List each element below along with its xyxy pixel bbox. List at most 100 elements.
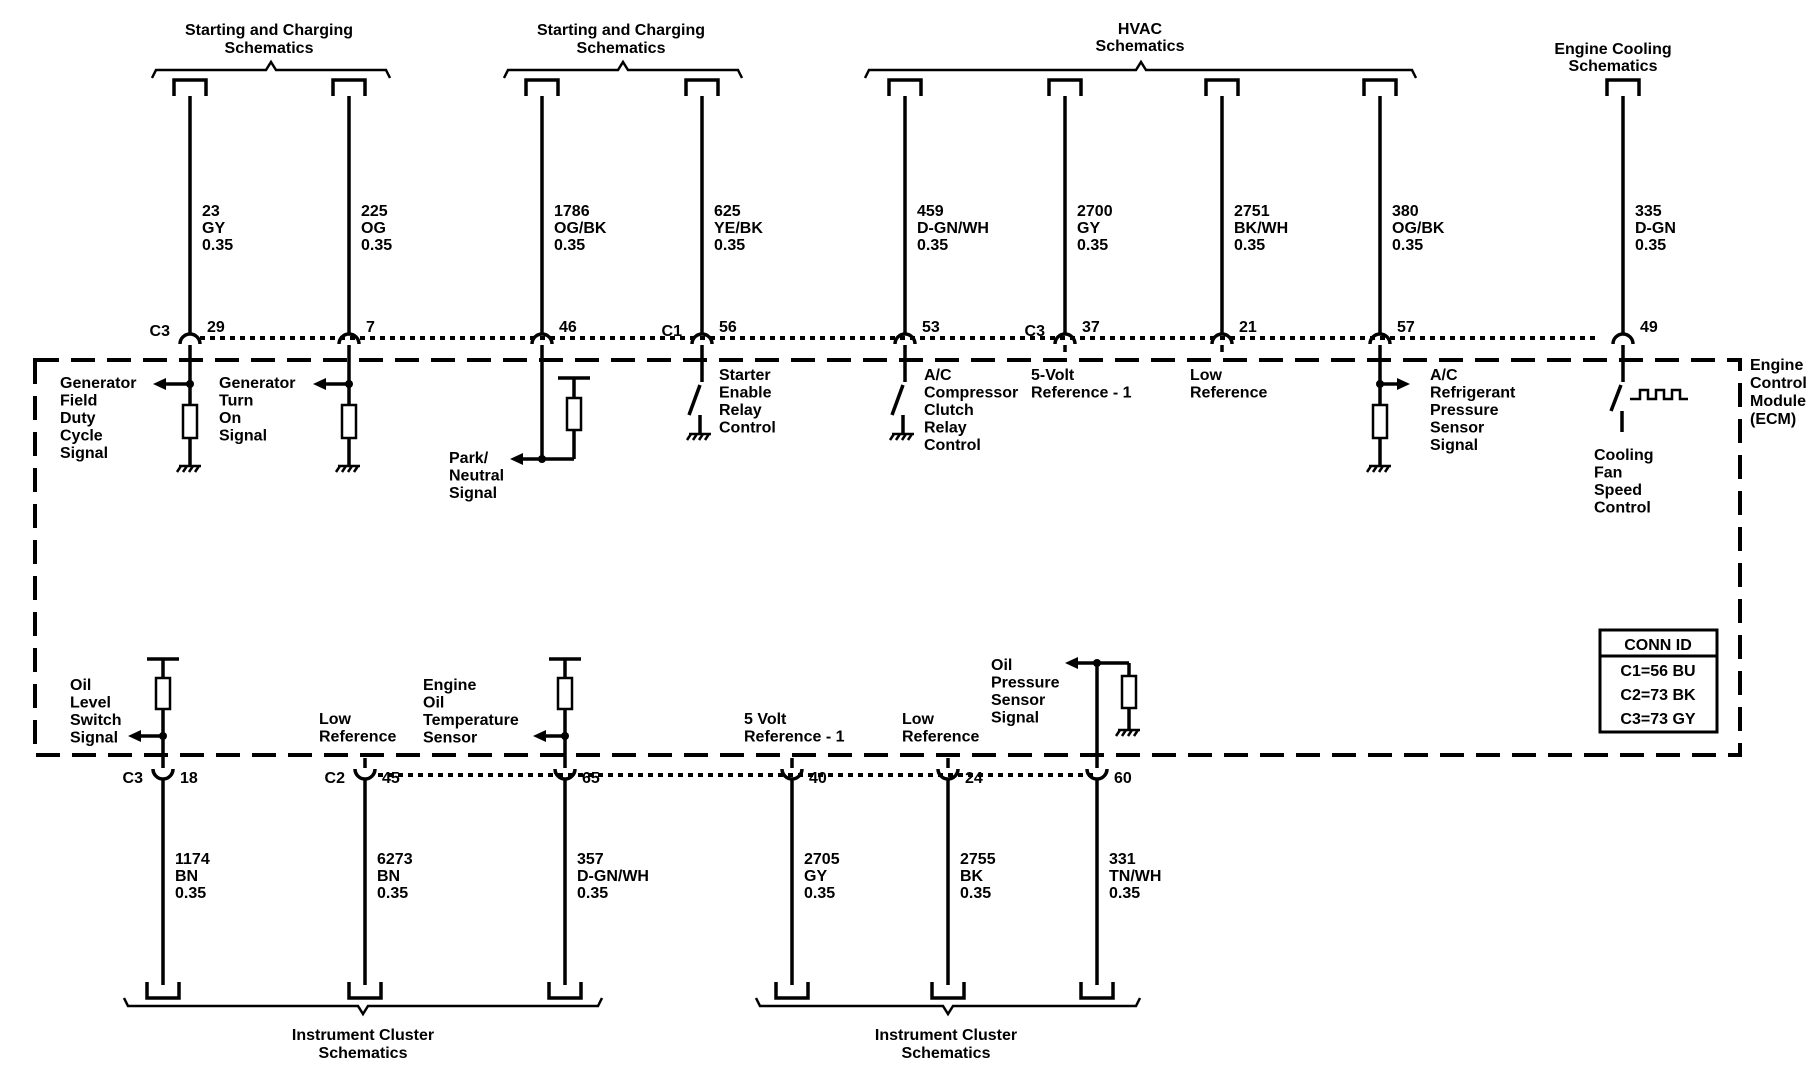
signal-label: Relay: [924, 420, 967, 437]
wire-color: D-GN/WH: [917, 220, 989, 237]
wire-color: GY: [1077, 220, 1100, 237]
harness-connector-bracket: [145, 982, 181, 1000]
pin-number: 60: [1114, 770, 1132, 787]
signal-label: Reference - 1: [1031, 385, 1132, 402]
wire-size: 0.35: [175, 885, 206, 902]
wire-size: 0.35: [1109, 885, 1140, 902]
reference-label-line1: Engine Cooling: [1554, 41, 1671, 58]
reference-label-line2: Schematics: [225, 40, 314, 57]
wire-color: D-GN/WH: [577, 868, 649, 885]
ground-symbol: [334, 464, 360, 473]
connector-pin-symbol: [151, 768, 175, 781]
connector-pin-symbol: [553, 768, 577, 781]
circuit-number: 6273: [377, 851, 413, 868]
ecm-label-line2: Control: [1750, 375, 1807, 392]
signal-label: Control: [1594, 500, 1651, 517]
ecm-boundary: [33, 358, 1742, 757]
circuit-number: 357: [577, 851, 604, 868]
wire-size: 0.35: [577, 885, 608, 902]
signal-label: Reference: [902, 729, 979, 746]
signal-label: Fan: [1594, 465, 1622, 482]
reference-label-line1: Instrument Cluster: [875, 1027, 1017, 1044]
signal-label: Pressure: [1430, 402, 1499, 419]
circuit-number: 625: [714, 203, 741, 220]
conn-id-table: CONN ID C1=56 BU C2=73 BK C3=73 GY: [1598, 628, 1719, 734]
wire-size: 0.35: [202, 237, 233, 254]
reference-label-line1: Starting and Charging: [185, 22, 353, 39]
signal-label: Temperature: [423, 712, 519, 729]
wire-size: 0.35: [1077, 237, 1108, 254]
pwm-waveform-icon: [1630, 388, 1688, 401]
ecm-label-line4: (ECM): [1750, 411, 1796, 428]
wire-color: YE/BK: [714, 220, 763, 237]
circuit-number: 23: [202, 203, 220, 220]
pin-number: 46: [559, 319, 577, 336]
connector-pin-symbol: [337, 332, 361, 345]
signal-label: A/C: [924, 367, 952, 384]
ground-symbol: [888, 432, 914, 441]
signal-arrow-icon: [533, 730, 546, 742]
pin-number: 24: [965, 770, 983, 787]
signal-label: Speed: [1594, 482, 1642, 499]
harness-connector-bracket: [930, 982, 966, 1000]
signal-label: Engine: [423, 677, 476, 694]
signal-label: Field: [60, 393, 97, 410]
resistor: [1120, 674, 1138, 710]
harness-connector-bracket: [331, 78, 367, 96]
top-reference-engine-cooling: Engine Cooling Schematics: [1554, 41, 1671, 75]
signal-label: Cooling: [1594, 447, 1654, 464]
circuit-number: 2705: [804, 851, 840, 868]
circuit-number: 2755: [960, 851, 996, 868]
reference-label-line2: Schematics: [902, 1045, 991, 1062]
signal-label: Oil: [991, 657, 1012, 674]
harness-connector-bracket: [172, 78, 208, 96]
circuit-number: 331: [1109, 851, 1136, 868]
signal-label: On: [219, 410, 241, 427]
connector-id: C3: [150, 323, 171, 340]
harness-connector-bracket: [1079, 982, 1115, 1000]
circuit-number: 2700: [1077, 203, 1113, 220]
wire-color: OG: [361, 220, 386, 237]
signal-label: Signal: [70, 730, 118, 747]
pin-number: 37: [1082, 319, 1100, 336]
conn-id-title: CONN ID: [1624, 637, 1692, 654]
reference-label-line1: HVAC: [1118, 21, 1163, 38]
signal-arrow-icon: [1065, 657, 1078, 669]
signal-label: Signal: [449, 485, 497, 502]
signal-label: Reference: [319, 729, 396, 746]
signal-label: Sensor: [423, 730, 477, 747]
signal-label: Sensor: [1430, 420, 1484, 437]
pin-number: 49: [1640, 319, 1658, 336]
signal-label: Compressor: [924, 385, 1018, 402]
top-reference-starting-charging-2: Starting and Charging Schematics: [502, 22, 744, 79]
pin-number: 7: [366, 319, 375, 336]
ground-symbol: [175, 464, 201, 473]
wire-size: 0.35: [960, 885, 991, 902]
resistor: [154, 676, 172, 711]
harness-connector-bracket: [1362, 78, 1398, 96]
connector-id: C3: [1025, 323, 1046, 340]
signal-label: Low: [1190, 367, 1223, 384]
wire-size: 0.35: [1234, 237, 1265, 254]
splice-node: [538, 455, 546, 463]
signal-arrow-icon: [510, 453, 523, 465]
pin-number: 57: [1397, 319, 1415, 336]
signal-label: Enable: [719, 385, 772, 402]
conn-id-row: C3=73 GY: [1620, 711, 1695, 728]
resistor: [340, 403, 358, 440]
ecm-label: Engine Control Module (ECM): [1750, 357, 1807, 428]
resistor: [556, 676, 574, 711]
reference-label-line2: Schematics: [577, 40, 666, 57]
bottom-wires: 18C31174BN0.3545C26273BN0.3565357D-GN/WH…: [70, 657, 1161, 1000]
connector-pin-symbol: [893, 332, 917, 345]
